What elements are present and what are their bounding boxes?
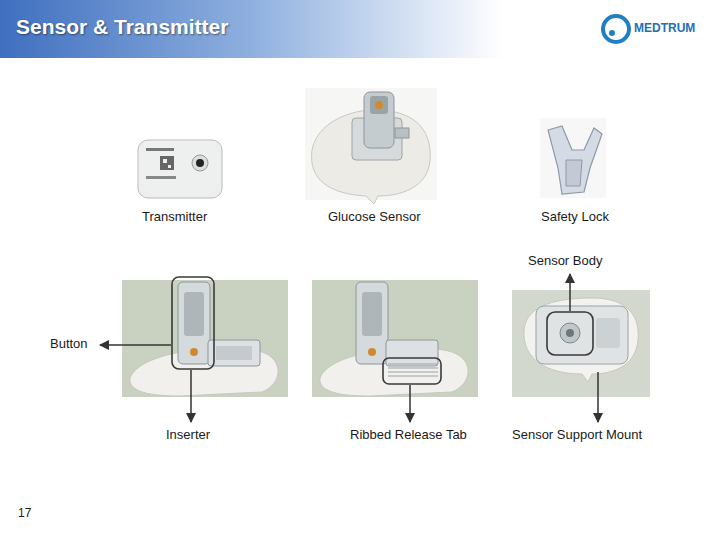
callout-frame	[172, 277, 214, 369]
part-label: Safety Lock	[541, 210, 609, 225]
leader-line	[569, 274, 571, 311]
part-label: Sensor Body	[528, 254, 602, 269]
part-label: Glucose Sensor	[328, 210, 421, 225]
logo-text: MEDTRUM	[634, 22, 695, 36]
transmitter-photo	[138, 140, 222, 198]
leader-line	[597, 372, 599, 422]
sensor-mount-photo	[512, 290, 650, 397]
leader-line	[100, 344, 171, 346]
part-label: Transmitter	[142, 210, 207, 225]
safety-lock-photo	[540, 118, 606, 198]
leader-line	[190, 370, 192, 422]
part-label: Button	[50, 337, 88, 352]
inserter-photo	[122, 280, 288, 397]
logo-icon	[603, 16, 629, 42]
part-label: Ribbed Release Tab	[350, 428, 467, 443]
glucose-sensor-photo	[305, 88, 437, 204]
page-number: 17	[18, 507, 31, 521]
release-tab-photo	[312, 280, 478, 397]
callout-frame	[547, 312, 593, 355]
callout-frame	[383, 358, 441, 384]
slide-title: Sensor & Transmitter	[16, 15, 228, 39]
part-label: Sensor Support Mount	[512, 428, 642, 443]
part-label: Inserter	[166, 428, 210, 443]
leader-line	[409, 385, 411, 422]
title-bar	[0, 0, 720, 58]
